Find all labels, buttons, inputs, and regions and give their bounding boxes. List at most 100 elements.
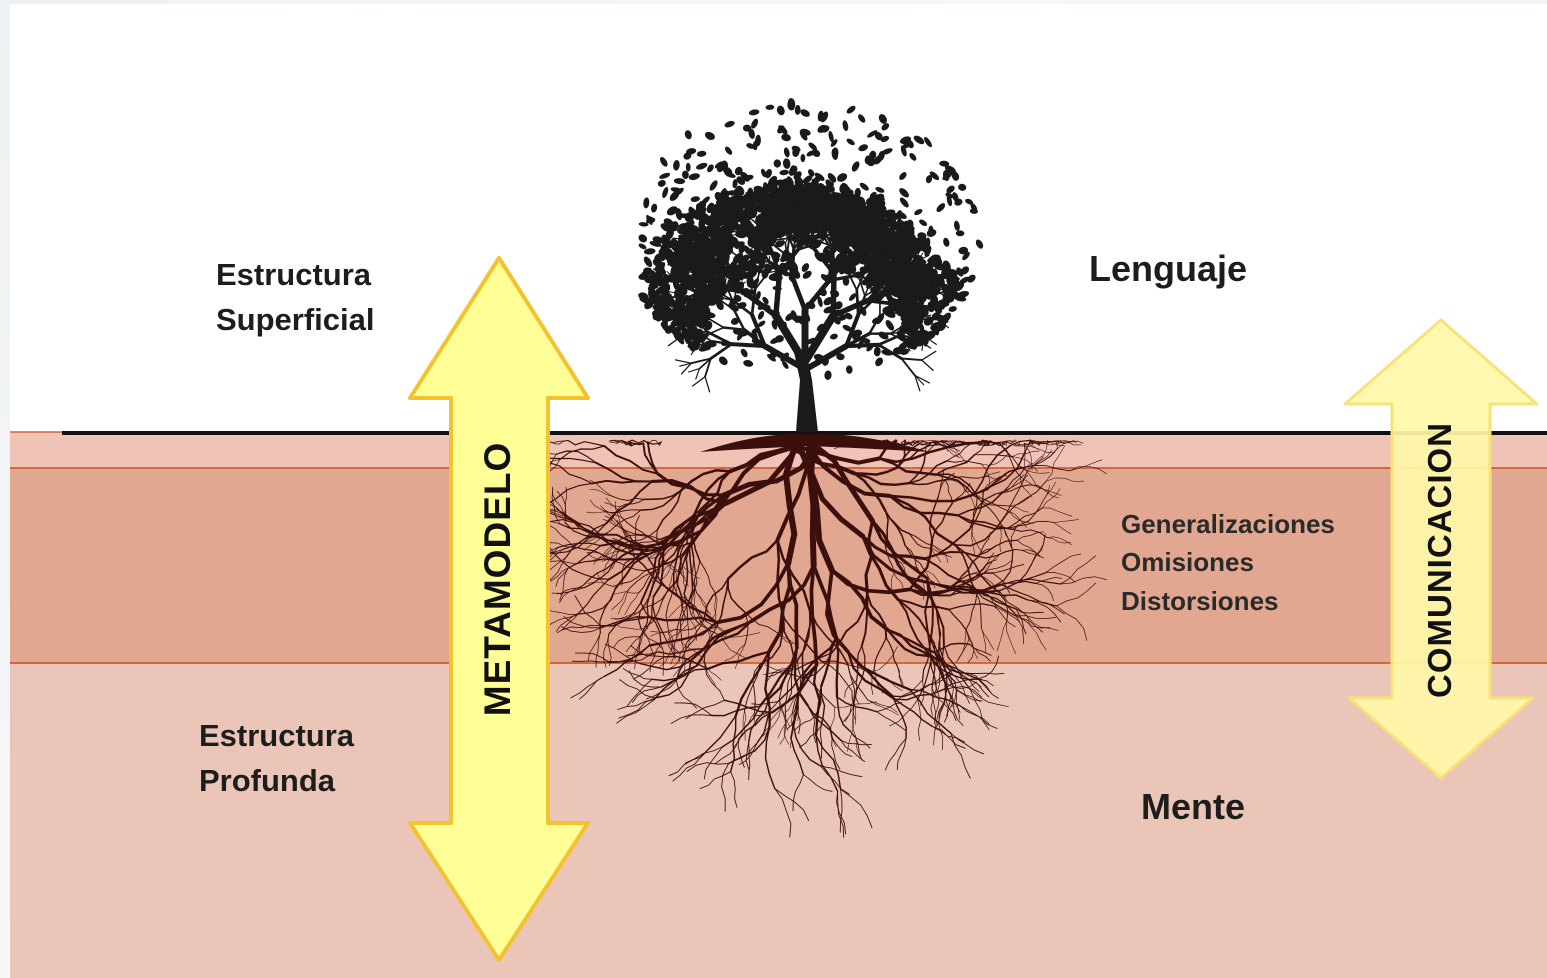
root-strand	[720, 632, 761, 638]
root-strand	[806, 444, 892, 498]
root-strand	[605, 480, 653, 525]
tree-leaf	[683, 152, 692, 160]
root-strand	[950, 732, 985, 755]
root-strand	[851, 690, 856, 720]
root-strand	[806, 704, 842, 742]
tree-branch	[771, 311, 807, 364]
tree-leaf	[860, 306, 867, 316]
root-strand	[965, 593, 978, 630]
procesos-item-omisiones: Omisiones	[1121, 547, 1254, 578]
tree-leaf	[718, 356, 728, 366]
root-strand	[620, 529, 658, 545]
root-strand	[834, 701, 878, 708]
tree-leaf	[885, 291, 893, 304]
root-strand	[931, 582, 1001, 593]
tree-leaf	[757, 310, 765, 320]
root-strand	[779, 698, 791, 727]
tree-leaf	[639, 295, 652, 304]
tree-leaf	[743, 263, 754, 272]
root-strand	[777, 712, 793, 739]
tree-leaf	[845, 365, 853, 374]
root-strand	[999, 443, 1027, 471]
root-strand	[555, 450, 597, 464]
tree-leaf	[784, 199, 796, 208]
root-strand	[1069, 459, 1103, 472]
tree-leaf	[782, 212, 793, 222]
tree-leaf	[873, 346, 881, 357]
estructura-superficial-line1: Estructura	[216, 257, 372, 292]
root-strand	[1035, 441, 1066, 446]
root-strand	[578, 578, 610, 614]
tree-leaf	[764, 263, 772, 274]
tree-leaf	[772, 286, 782, 291]
root-strand	[1025, 469, 1050, 474]
tree-leaf	[802, 175, 813, 184]
root-strand	[937, 468, 945, 498]
tree-leaf	[878, 331, 889, 340]
root-strand	[728, 444, 797, 474]
tree-leaf	[862, 228, 869, 238]
root-strand	[699, 771, 732, 790]
tree-leaf	[638, 222, 649, 227]
root-strand	[836, 790, 847, 835]
root-strand	[1035, 441, 1064, 446]
root-strand	[853, 472, 887, 513]
tree-leaf	[770, 337, 781, 344]
tree-branch	[858, 279, 866, 297]
root-strand	[612, 570, 646, 587]
tree-leaf	[846, 138, 855, 146]
root-strand	[888, 494, 959, 517]
root-strand	[624, 592, 639, 615]
tree-leaf	[823, 297, 834, 306]
tree-leaf	[831, 309, 841, 317]
root-strand	[674, 569, 678, 592]
root-strand	[853, 466, 899, 476]
tree-leaf	[653, 303, 666, 309]
tree-leaf	[715, 293, 724, 301]
tree-leaf	[659, 172, 671, 179]
tree-branch	[855, 288, 860, 317]
root-strand	[926, 577, 934, 641]
root-strand	[973, 450, 1026, 496]
tree-leaf	[844, 312, 853, 320]
root-strand	[670, 714, 713, 724]
tree-leaf	[875, 357, 884, 367]
tree-leaf	[787, 98, 796, 110]
tree-leaf	[748, 252, 759, 264]
tree-leaf	[826, 264, 838, 274]
root-strand	[700, 621, 717, 644]
root-strand	[923, 557, 976, 589]
root-strand	[560, 624, 601, 631]
tree-leaf	[684, 295, 694, 304]
tree-leaf	[919, 219, 928, 227]
root-strand	[656, 529, 666, 563]
tree-leaf	[863, 253, 872, 261]
root-strand	[928, 672, 952, 686]
tree-branch	[844, 331, 872, 348]
tree-leaf	[662, 186, 669, 199]
root-strand	[896, 446, 926, 469]
root-strand	[642, 595, 651, 631]
root-strand	[650, 629, 676, 633]
root-strand	[893, 689, 944, 701]
root-strand	[833, 443, 856, 450]
tree-branch	[695, 368, 701, 380]
tree-leaf	[751, 331, 759, 343]
root-strand	[681, 642, 686, 674]
root-strand	[869, 646, 898, 673]
tree-branch	[900, 357, 916, 377]
root-strand	[907, 441, 912, 446]
tree-leaf	[662, 304, 670, 314]
tree-leaf	[845, 231, 855, 240]
root-strand	[933, 651, 970, 675]
tree-leaf	[805, 337, 817, 345]
root-strand	[762, 708, 781, 734]
tree-leaf	[654, 253, 664, 262]
root-strand	[973, 445, 1011, 496]
procesos-item-distorsiones: Distorsiones	[1121, 585, 1279, 616]
tree-leaf	[852, 329, 863, 337]
tree-leaf	[748, 223, 756, 235]
root-strand	[748, 741, 751, 774]
tree-leaf	[778, 268, 789, 277]
root-strand	[1009, 511, 1027, 528]
